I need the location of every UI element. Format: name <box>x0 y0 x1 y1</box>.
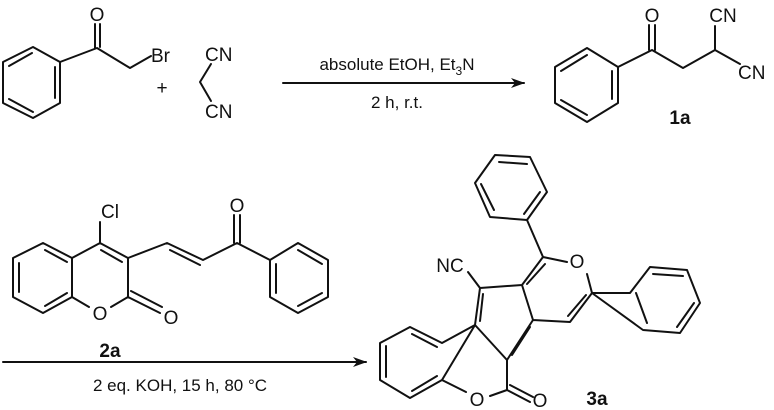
atom-ring-oxygen: O <box>470 390 485 410</box>
atom-nitrile-top: CN <box>205 45 232 66</box>
phenacyl-bromide-structure: O Br <box>2 5 171 119</box>
conditions-step2-below: 2 eq. KOH, 15 h, 80 °C <box>93 376 267 395</box>
reagent-2a-structure: Cl O O O 2a <box>12 196 329 362</box>
atom-nitrile-top: CN <box>709 6 736 27</box>
atom-nitrile-right: CN <box>738 63 765 84</box>
atom-chlorine: Cl <box>101 202 119 223</box>
atom-oxygen: O <box>90 5 105 26</box>
conditions-step1-below: 2 h, r.t. <box>371 93 423 112</box>
atom-ring-oxygen: O <box>93 304 108 325</box>
atom-lactone-oxygen: O <box>164 308 179 329</box>
atom-nitrile-bottom: CN <box>205 102 232 123</box>
product-3a-structure: NC O O O 3a <box>379 154 701 410</box>
atom-lactone-oxygen: O <box>533 391 548 410</box>
atom-pyran-oxygen: O <box>570 252 585 273</box>
compound-label-1a: 1a <box>669 108 691 129</box>
atom-oxygen: O <box>645 6 660 27</box>
compound-label-3a: 3a <box>586 389 608 410</box>
product-1a-structure: O CN CN 1a <box>554 6 765 129</box>
compound-label-2a: 2a <box>99 341 121 362</box>
atom-bromine: Br <box>151 46 171 67</box>
plus-sign: + <box>156 78 167 99</box>
conditions-step1-above: absolute EtOH, Et3N <box>319 55 474 78</box>
malononitrile-structure: CN CN <box>199 45 232 123</box>
atom-ketone-oxygen: O <box>230 196 245 217</box>
atom-nitrile: NC <box>436 256 463 277</box>
